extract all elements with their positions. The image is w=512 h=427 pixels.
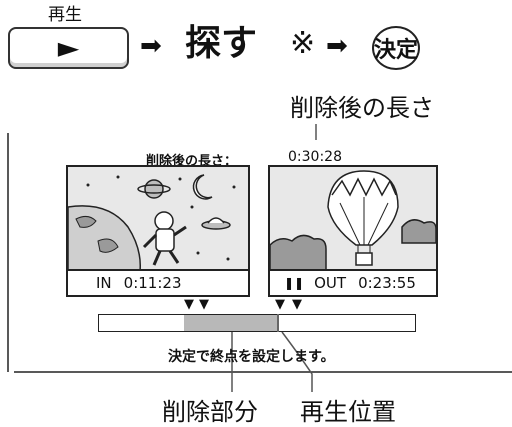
search-step-label: 探す [185, 23, 258, 64]
marker-in-2: ▼ [199, 297, 209, 312]
timeline-bar[interactable] [98, 314, 416, 332]
out-frame-caption: ❚❚ OUT 0:23:55 [270, 269, 436, 295]
note-mark: ※ [290, 26, 316, 61]
playhead[interactable] [276, 314, 279, 332]
marker-out-1: ▼ [275, 297, 285, 312]
astronaut-space-illustration [68, 167, 248, 272]
play-button[interactable]: ► [8, 27, 129, 69]
out-time: 0:23:55 [358, 274, 416, 292]
play-button-label: 再生 [48, 5, 82, 25]
in-frame-caption: IN 0:11:23 [68, 269, 248, 295]
play-icon: ► [57, 31, 80, 64]
out-frame-thumbnail: ❚❚ OUT 0:23:55 [268, 165, 438, 297]
callout-playback-position: 再生位置 [300, 398, 396, 426]
pause-icon: ❚❚ [284, 276, 305, 290]
arrow-right-icon: ➡ [140, 31, 162, 61]
callout-length-after-delete: 削除後の長さ [290, 94, 434, 122]
arrow-right-icon-2: ➡ [326, 31, 348, 61]
hot-air-balloon-illustration [270, 167, 436, 272]
marker-in-1: ▼ [184, 297, 194, 312]
out-label: OUT [314, 274, 347, 292]
callout-deleted-part: 削除部分 [162, 398, 258, 426]
length-after-delete-value: 0:30:28 [288, 149, 342, 165]
status-message: 決定で終点を設定します。 [168, 349, 335, 365]
enter-button[interactable]: 決定 [372, 26, 420, 70]
in-frame-thumbnail: IN 0:11:23 [66, 165, 250, 297]
leader-playback-position [281, 331, 313, 392]
deleted-segment [184, 315, 278, 331]
in-label: IN [96, 274, 112, 292]
marker-out-2: ▼ [292, 297, 302, 312]
in-time: 0:11:23 [123, 274, 182, 292]
